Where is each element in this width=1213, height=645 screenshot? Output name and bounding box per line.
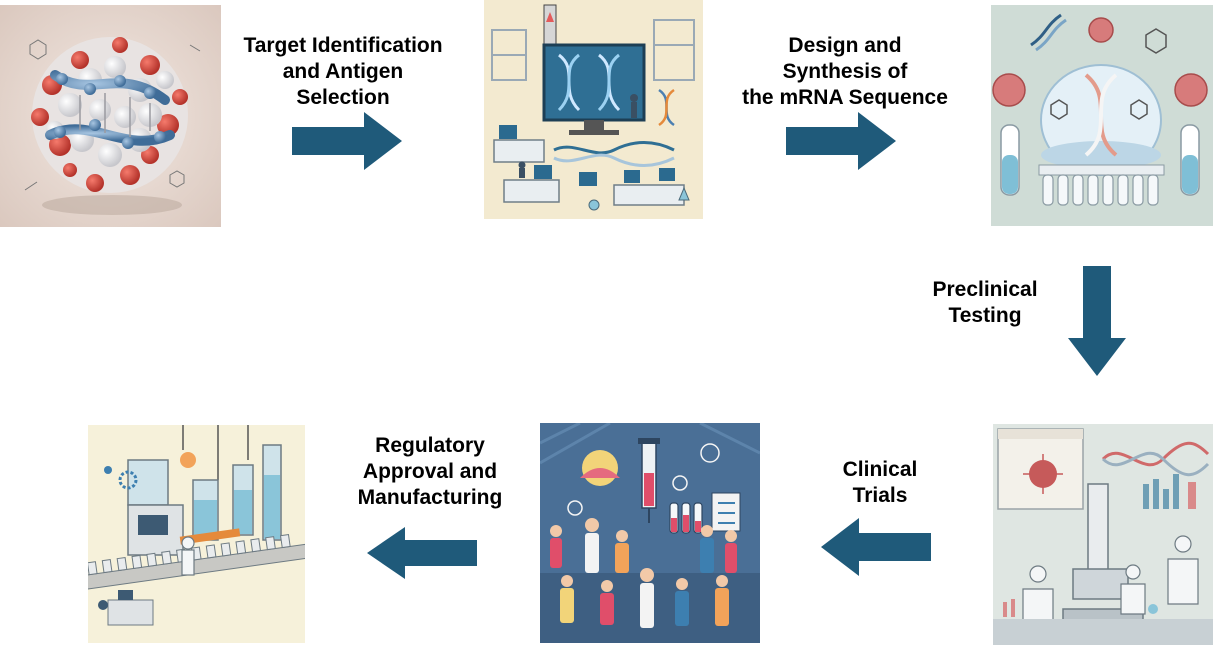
clinical-trials-icon — [540, 423, 760, 643]
dna-research-lab-icon — [484, 0, 703, 219]
preclinical-lab-icon — [993, 424, 1213, 645]
arrow-down — [1068, 266, 1126, 376]
arrow-right-2 — [786, 112, 896, 170]
arrow-left-2 — [367, 527, 477, 579]
step-label-preclinical-testing: Preclinical Testing — [932, 278, 1038, 327]
arrow-left-1 — [821, 518, 931, 576]
step-label-target-identification: Target Identification and Antigen Select… — [243, 34, 443, 109]
step-label-regulatory-approval: Regulatory Approval and Manufacturing — [357, 434, 503, 509]
step-label-clinical-trials: Clinical Trials — [842, 458, 918, 507]
step-label-design-synthesis: Design and Synthesis of the mRNA Sequenc… — [742, 34, 948, 109]
manufacturing-line-icon — [88, 425, 305, 643]
mrna-synthesis-icon — [991, 5, 1213, 226]
arrow-right-1 — [292, 112, 402, 170]
lipid-nanoparticle-icon — [0, 5, 221, 227]
